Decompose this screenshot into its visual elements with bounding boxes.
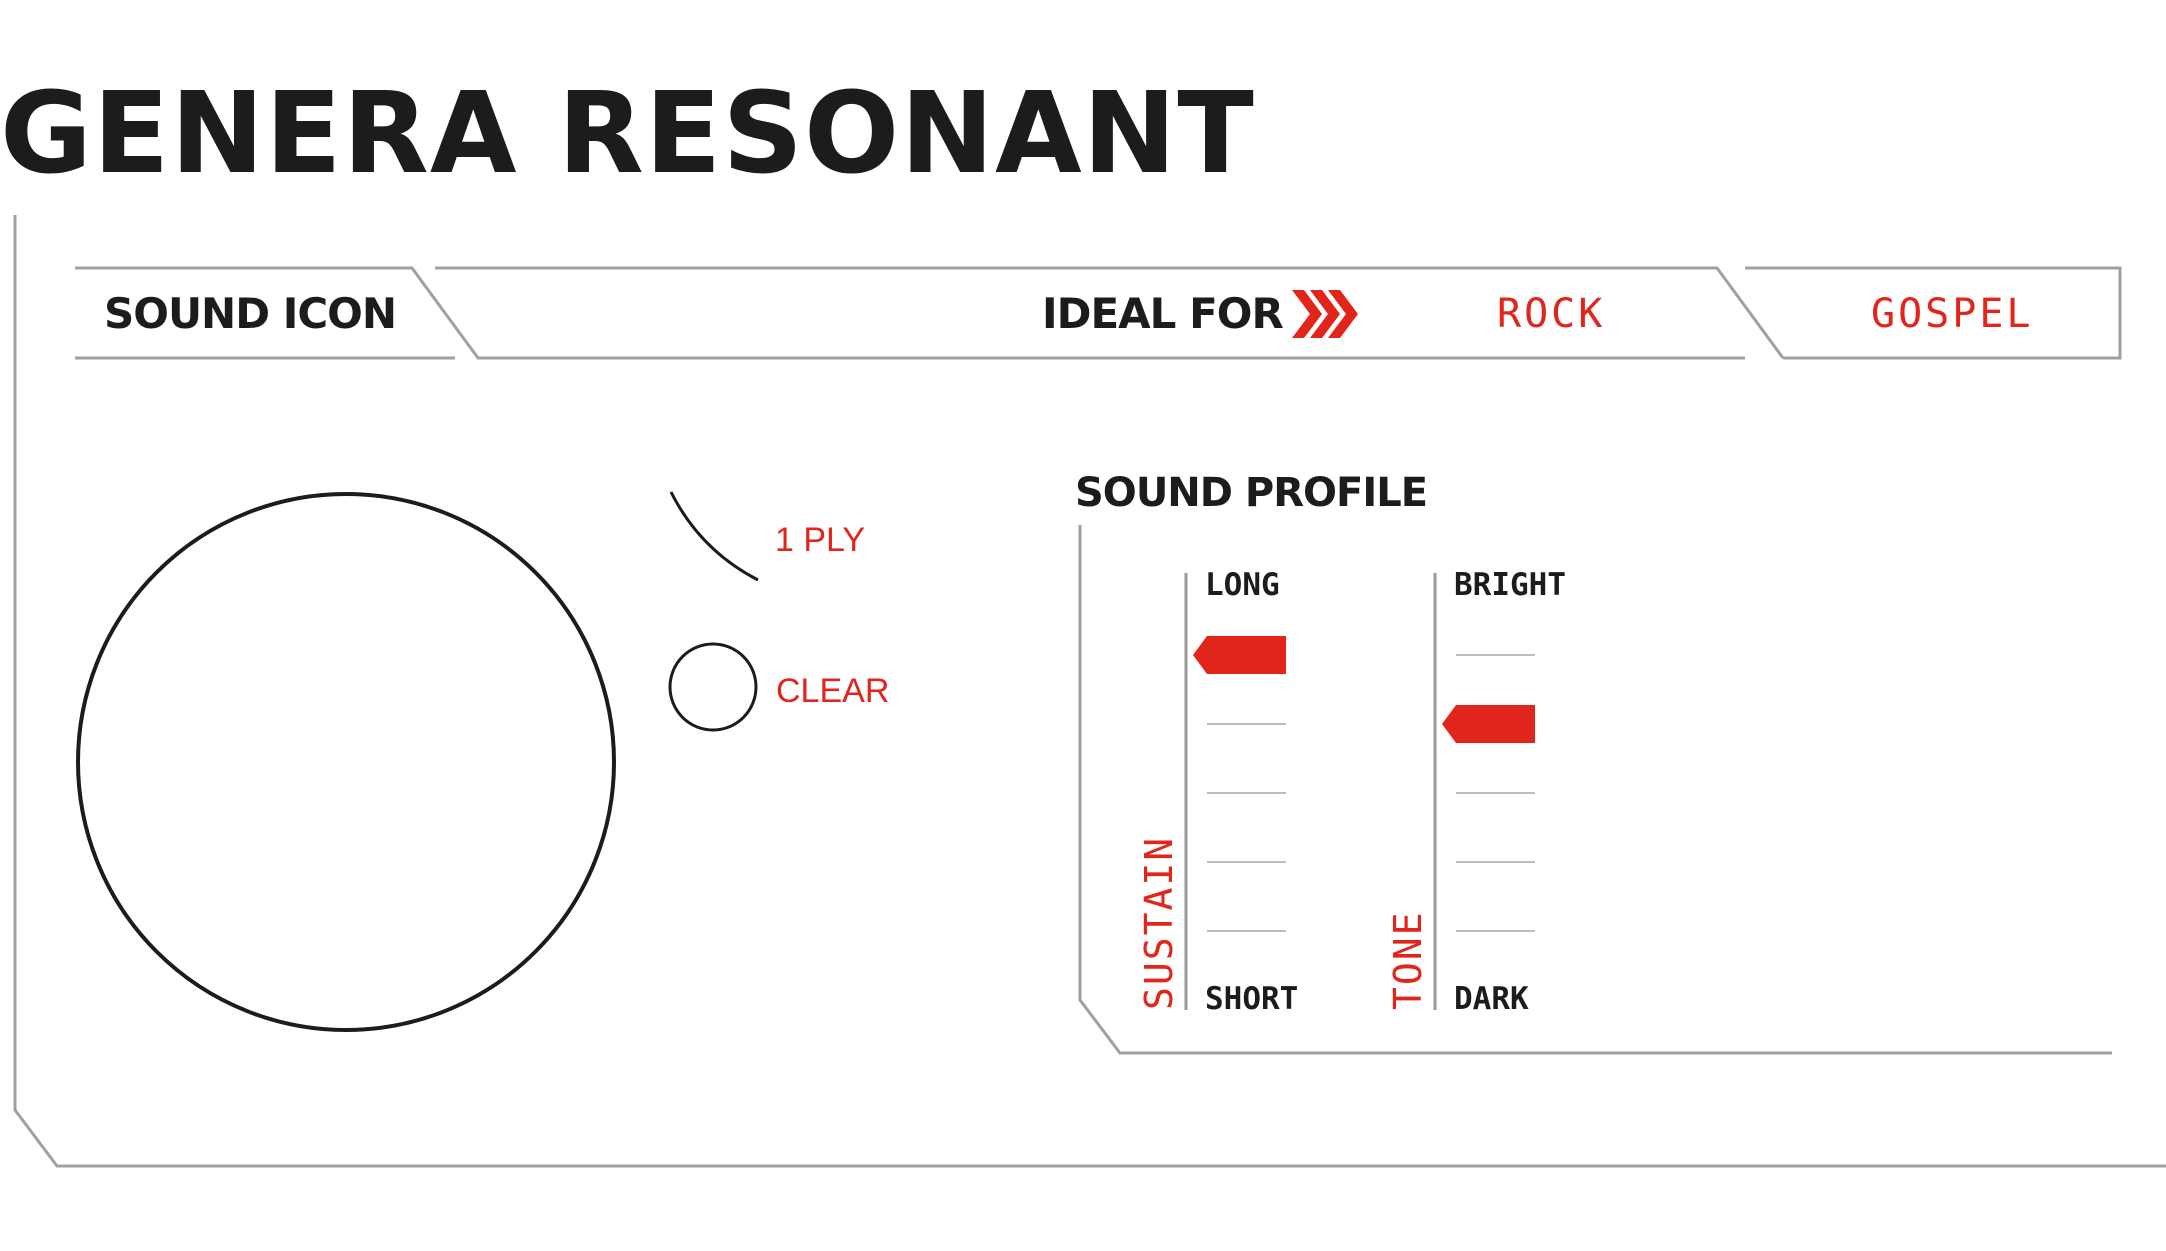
profile-frame-line [1078, 525, 2112, 1055]
chevron-arrows-icon [1292, 290, 1358, 338]
outer-frame-line [13, 215, 2166, 1168]
clear-circle-icon [668, 642, 758, 732]
header-tab-left [75, 266, 1745, 360]
tone-level-marker [1442, 705, 1535, 743]
sound-profile-heading: SOUND PROFILE [1075, 470, 1428, 516]
header-tab-middle [435, 266, 1785, 359]
ply-arc-icon [669, 491, 759, 582]
sustain-axis-label: SUSTAIN [1137, 835, 1181, 1010]
tone-axis-label: TONE [1386, 910, 1430, 1010]
page-title: GENERA RESONANT [0, 69, 1255, 199]
tone-bottom-label: DARK [1454, 981, 1529, 1017]
sound-icon-label: SOUND ICON [104, 289, 397, 338]
ideal-for-rock: ROCK [1497, 291, 1606, 337]
sustain-level-marker [1193, 636, 1286, 674]
clear-label: CLEAR [776, 672, 890, 710]
ply-label: 1 PLY [775, 521, 866, 559]
sustain-top-label: LONG [1205, 567, 1280, 603]
header-tab-right [1745, 266, 2122, 360]
sound-icon-circle [76, 492, 616, 1032]
tone-top-label: BRIGHT [1454, 567, 1566, 603]
ideal-for-label: IDEAL FOR [1042, 289, 1284, 338]
sustain-bottom-label: SHORT [1205, 981, 1299, 1017]
ideal-for-gospel: GOSPEL [1871, 291, 2034, 337]
